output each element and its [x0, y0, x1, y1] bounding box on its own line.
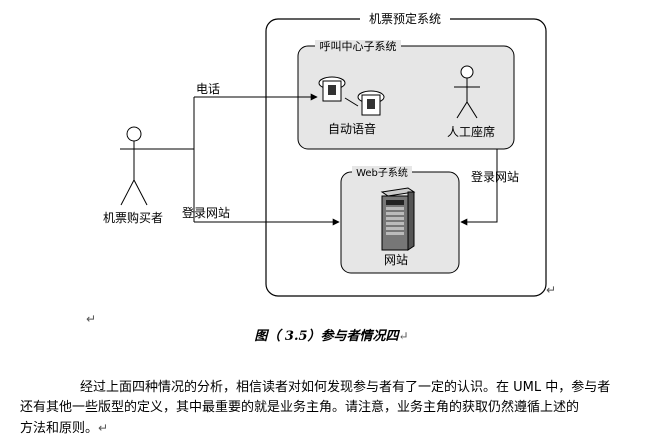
- website-label: 网站: [384, 253, 408, 267]
- actor-agent-label: 人工座席: [447, 124, 495, 139]
- login-connector-right: [460, 149, 498, 226]
- body-paragraph: 经过上面四种情况的分析，相信读者对如何发现参与者有了一定的认识。在 UML 中，…: [20, 378, 635, 439]
- agent-actor-figure: [454, 65, 480, 119]
- figure-caption: 图（ 3.5）参与者情况四↵: [0, 325, 663, 344]
- system-title: 机票预定系统: [369, 11, 441, 26]
- phone-icon: [318, 76, 346, 102]
- caption-mark: ↵: [398, 329, 409, 343]
- server-icon: [380, 187, 416, 251]
- call-center-title: 呼叫中心子系统: [320, 40, 397, 53]
- phone-icon-2: [357, 90, 385, 116]
- paragraph-mark: ↵: [546, 283, 557, 297]
- voice-label: 自动语音: [328, 121, 376, 136]
- caption-text: 图（ 3.5）参与者情况四: [254, 329, 399, 344]
- web-subsystem-title: Web子系统: [356, 166, 408, 179]
- paragraph-line-3: 方法和原则。↵: [20, 418, 635, 439]
- paragraph-line-3-text: 方法和原则。: [20, 421, 99, 436]
- actor-buyer-label: 机票购买者: [103, 210, 163, 225]
- phone-label: 电话: [196, 82, 220, 96]
- paragraph-end-mark: ↵: [98, 421, 109, 435]
- login-label-left: 登录网站: [182, 205, 230, 220]
- login-label-right: 登录网站: [471, 169, 519, 184]
- paragraph-line-2: 还有其他一些版型的定义，其中最重要的就是业务主角。请注意，业务主角的获取仍然遵循…: [20, 400, 580, 415]
- paragraph-line-1: 经过上面四种情况的分析，相信读者对如何发现参与者有了一定的认识。在 UML 中，…: [80, 380, 611, 395]
- buyer-actor-figure: [120, 126, 194, 206]
- use-case-diagram: 机票预定系统 呼叫中心子系统 自动语音 人工座席 Web子系统: [103, 11, 547, 297]
- paragraph-mark-empty: ↵: [86, 312, 97, 326]
